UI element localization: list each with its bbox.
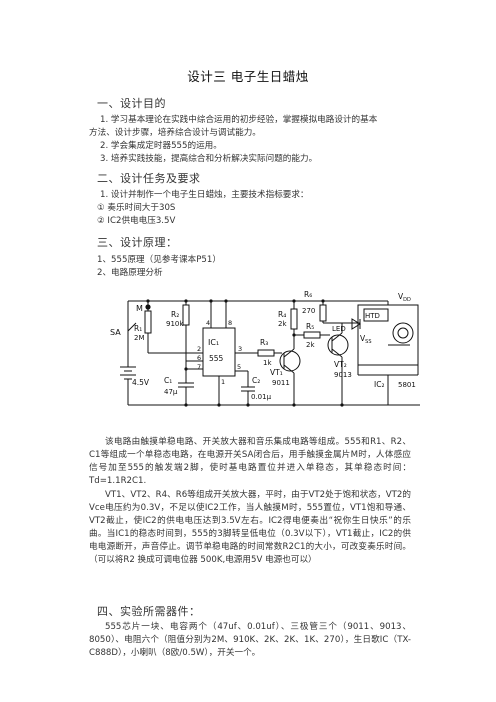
label-pin5: 5: [237, 363, 241, 371]
label-r1-value: 2M: [134, 334, 145, 342]
label-c1-value: 47μ: [164, 388, 178, 396]
task-line-3: ② IC2供电电压3.5V: [97, 216, 176, 226]
circuit-diagram: SA M R₁ 2M R₂ 910k IC₁ 555 4 8 2 6 7 1 5…: [110, 290, 420, 407]
label-r6: R₆: [304, 290, 312, 299]
label-vss: VSS: [360, 334, 372, 345]
label-pin4: 4: [206, 319, 210, 327]
label-vt2-value: 9013: [334, 371, 352, 379]
components-paragraph: 555芯片一块、电容两个（47uf、0.01uf）、三极管三个（9011、901…: [89, 622, 411, 658]
label-r5: R₅: [306, 322, 314, 331]
label-pin7: 7: [197, 363, 201, 371]
label-r2-value: 910k: [166, 320, 184, 328]
task-line-1: 1. 设计并制作一个电子生日蜡烛，主要技术指标要求：: [100, 190, 309, 200]
label-ic2: IC₂: [374, 380, 384, 389]
label-ic1-value: 555: [209, 354, 224, 363]
label-r4: R₄: [278, 310, 286, 319]
label-vt1-value: 9011: [272, 379, 290, 387]
principle-line-2: 2、电路原理分析: [97, 268, 163, 278]
document-title: 设计三 电子生日蜡烛: [187, 69, 309, 84]
label-pin3: 3: [238, 345, 242, 353]
section-heading-purpose: 一、设计目的: [97, 97, 166, 110]
label-r3: R₃: [260, 338, 268, 347]
label-m: M: [136, 304, 143, 313]
label-r3-value: 1k: [263, 359, 272, 367]
label-ic1: IC₁: [208, 338, 219, 347]
purpose-line-3: 3. 培养实践技能，提高综合和分析解决实际问题的能力。: [100, 154, 318, 164]
purpose-line-1a: 1. 学习基本理论在实践中综合运用的初步经验，掌握模拟电路设计的基本: [100, 115, 378, 125]
label-r5-value: 2k: [306, 341, 315, 349]
principle-line-1: 1、555原理（见参考课本P51）: [97, 255, 221, 265]
label-pin1: 1: [221, 378, 225, 386]
label-c1: C₁: [164, 376, 172, 385]
label-ic2-value: 5801: [398, 381, 416, 389]
label-pin6: 6: [197, 354, 201, 362]
section-heading-principle: 三、设计原理：: [97, 236, 178, 249]
analysis-paragraph-2: VT1、VT2、R4、R6等组成开关放大器，平时，由于VT2处于饱和状态，VT2…: [89, 490, 411, 565]
label-c2: C₂: [252, 376, 260, 385]
label-r6-value: 270: [302, 307, 315, 315]
purpose-line-2: 2. 学会集成定时器555的运用。: [100, 141, 222, 151]
label-htd: HTD: [365, 312, 380, 320]
label-pin8: 8: [228, 319, 232, 327]
label-pin2: 2: [197, 345, 201, 353]
task-line-2: ① 奏乐时间大于30S: [97, 203, 176, 213]
label-r2: R₂: [171, 310, 179, 319]
purpose-line-1b: 方法、设计步骤，培养综合设计与调试能力。: [89, 128, 261, 138]
label-r1: R₁: [134, 324, 142, 333]
label-vt2: VT₂: [334, 360, 347, 369]
label-battery: 4.5V: [132, 378, 150, 387]
label-vdd: VDD: [398, 292, 411, 303]
analysis-paragraph-1: 该电路由触摸单稳电路、开关放大器和音乐集成电路等组成。555和R1、R2、C1等…: [89, 437, 411, 486]
label-vt1: VT₁: [270, 368, 283, 377]
label-sa: SA: [110, 328, 121, 337]
label-led: LED: [332, 325, 346, 333]
label-c2-value: 0.01μ: [251, 393, 272, 401]
section-heading-task: 二、设计任务及要求: [97, 172, 201, 185]
section-heading-components: 四、实验所需器件：: [97, 605, 201, 618]
label-r4-value: 2k: [278, 320, 287, 328]
